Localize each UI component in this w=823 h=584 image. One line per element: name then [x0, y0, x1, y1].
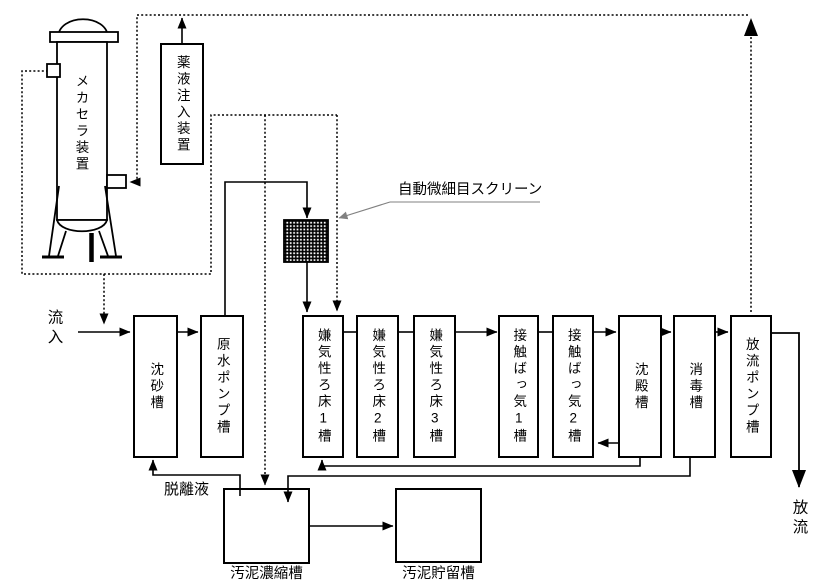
tank-label: 放流ポンプ槽 [743, 337, 759, 436]
tank-grit-chamber: 沈砂槽 [133, 315, 178, 458]
tank-label: 原水ポンプ槽 [214, 337, 230, 436]
pipe-disinfection-to-thickener [283, 458, 691, 503]
tank-label: 接触ばっ気1槽 [511, 328, 527, 445]
dotted-top-line-to-mechasera [129, 14, 748, 187]
tank-label: 沈砂槽 [148, 361, 164, 412]
tank-contact-aeration-1: 接触ばっ気1槽 [498, 315, 539, 458]
tank-label: 消毒槽 [687, 361, 703, 412]
dotted-mechasera-loop [21, 70, 337, 275]
vessel-port-left [46, 63, 61, 78]
tank-label: 沈殿槽 [632, 361, 648, 412]
tank-sedimentation: 沈殿槽 [618, 315, 662, 458]
pipe-rawpump-riser-to-screen [224, 181, 312, 315]
fine-screen-label: 自動微細目スクリーン [398, 182, 543, 198]
callout-leader [338, 201, 391, 220]
fine-screen-box [283, 219, 329, 263]
mechasera-vessel [42, 18, 127, 262]
inflow-label: 流入 [45, 309, 63, 348]
tank-anaerobic-filter-bed-3: 嫌気性ろ床3槽 [413, 315, 456, 458]
pipe-sedimentation-sludge-return [317, 458, 641, 471]
pipe-discharge-outfall [771, 332, 806, 488]
vessel-leg-left [48, 185, 67, 257]
tank-raw-water-pump: 原水ポンプ槽 [200, 315, 244, 458]
tank-disinfection: 消毒槽 [673, 315, 716, 458]
tank-sludge-thickening [223, 488, 310, 564]
sludge-thickening-label: 汚泥濃縮槽 [230, 566, 303, 582]
chemical-injection-label: 薬液注入装置 [174, 54, 190, 154]
vessel-port-right [106, 174, 127, 189]
mechasera-label: メカセラ装置 [73, 74, 89, 173]
tank-label: 嫌気性ろ床1槽 [315, 328, 331, 445]
tank-sludge-storage [395, 488, 482, 563]
outflow-label: 放流 [790, 499, 808, 538]
pipe-filtrate-return [148, 459, 241, 496]
tank-contact-aeration-2: 接触ばっ気2槽 [552, 315, 594, 458]
sludge-storage-label: 汚泥貯留槽 [402, 566, 475, 582]
tank-label: 嫌気性ろ床2槽 [370, 328, 386, 445]
tank-discharge-pump: 放流ポンプ槽 [730, 315, 772, 458]
filtrate-label: 脱離液 [164, 481, 210, 498]
vessel-leg-right [98, 185, 117, 257]
tank-anaerobic-filter-bed-1: 嫌気性ろ床1槽 [302, 315, 344, 458]
tank-label: 嫌気性ろ床3槽 [427, 328, 443, 445]
vessel-body [56, 41, 108, 221]
chemical-injection-device: 薬液注入装置 [160, 43, 204, 165]
tank-anaerobic-filter-bed-2: 嫌気性ろ床2槽 [356, 315, 399, 458]
tank-label: 接触ばっ気2槽 [565, 328, 581, 445]
vessel-flange [49, 31, 119, 43]
vessel-dish-bottom [55, 219, 109, 233]
